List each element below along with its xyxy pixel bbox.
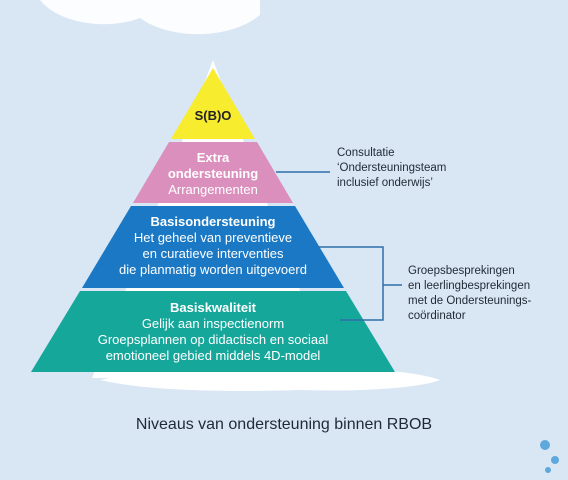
- level-basis-text: Basisondersteuning Het geheel van preven…: [93, 214, 333, 278]
- dot-1: [540, 440, 550, 450]
- group-meetings-line-4: coördinator: [408, 310, 466, 322]
- diagram-caption: Niveaus van ondersteuning binnen RBOB: [135, 416, 433, 433]
- level-extra-text: Extra ondersteuning Arrangementen: [143, 150, 283, 198]
- level-basis-line-1: Het geheel van preventieve: [133, 230, 293, 245]
- level-kwaliteit-line-1: Gelijk aan inspectienorm: [141, 316, 285, 331]
- level-basis-line-3: die planmatig worden uitgevoerd: [119, 262, 307, 277]
- dot-3: [545, 467, 551, 473]
- level-basis-line-2: en curatieve interventies: [142, 246, 284, 261]
- level-basis-title: Basisondersteuning: [150, 214, 276, 229]
- dot-2: [551, 456, 559, 464]
- pyramid-level-kwaliteit: [31, 291, 395, 372]
- level-sbo-text: S(B)O: [163, 108, 263, 124]
- pyramid-level-sbo: [171, 68, 255, 139]
- group-meetings-line-3: met de Ondersteunings-: [408, 295, 532, 307]
- annotation-consultation: Consultatie ‘Ondersteuningsteam inclusie…: [337, 146, 497, 191]
- level-sbo-title: S(B)O: [194, 108, 232, 123]
- pyramid-level-extra: [133, 142, 293, 203]
- consultation-line-2: ‘Ondersteuningsteam: [337, 162, 447, 174]
- consultation-line-1: Consultatie: [337, 147, 395, 159]
- cloud-top: [40, 0, 260, 35]
- level-extra-title-1: Extra: [196, 150, 230, 165]
- connector-bracket: [318, 246, 402, 321]
- level-kwaliteit-line-3: emotioneel gebied middels 4D-model: [105, 348, 321, 363]
- consultation-line-3: inclusief onderwijs’: [337, 177, 433, 189]
- annotation-group-meetings: Groepsbesprekingen en leerlingbespreking…: [408, 264, 563, 324]
- group-meetings-line-1: Groepsbesprekingen: [408, 265, 515, 277]
- group-meetings-line-2: en leerlingbesprekingen: [408, 280, 531, 292]
- pyramid-level-basis: [82, 206, 344, 288]
- level-kwaliteit-text: Basiskwaliteit Gelijk aan inspectienorm …: [63, 300, 363, 364]
- level-extra-title-2: ondersteuning: [167, 166, 259, 181]
- level-kwaliteit-title: Basiskwaliteit: [170, 300, 256, 315]
- level-kwaliteit-line-2: Groepsplannen op didactisch en sociaal: [97, 332, 329, 347]
- level-extra-line: Arrangementen: [168, 182, 258, 197]
